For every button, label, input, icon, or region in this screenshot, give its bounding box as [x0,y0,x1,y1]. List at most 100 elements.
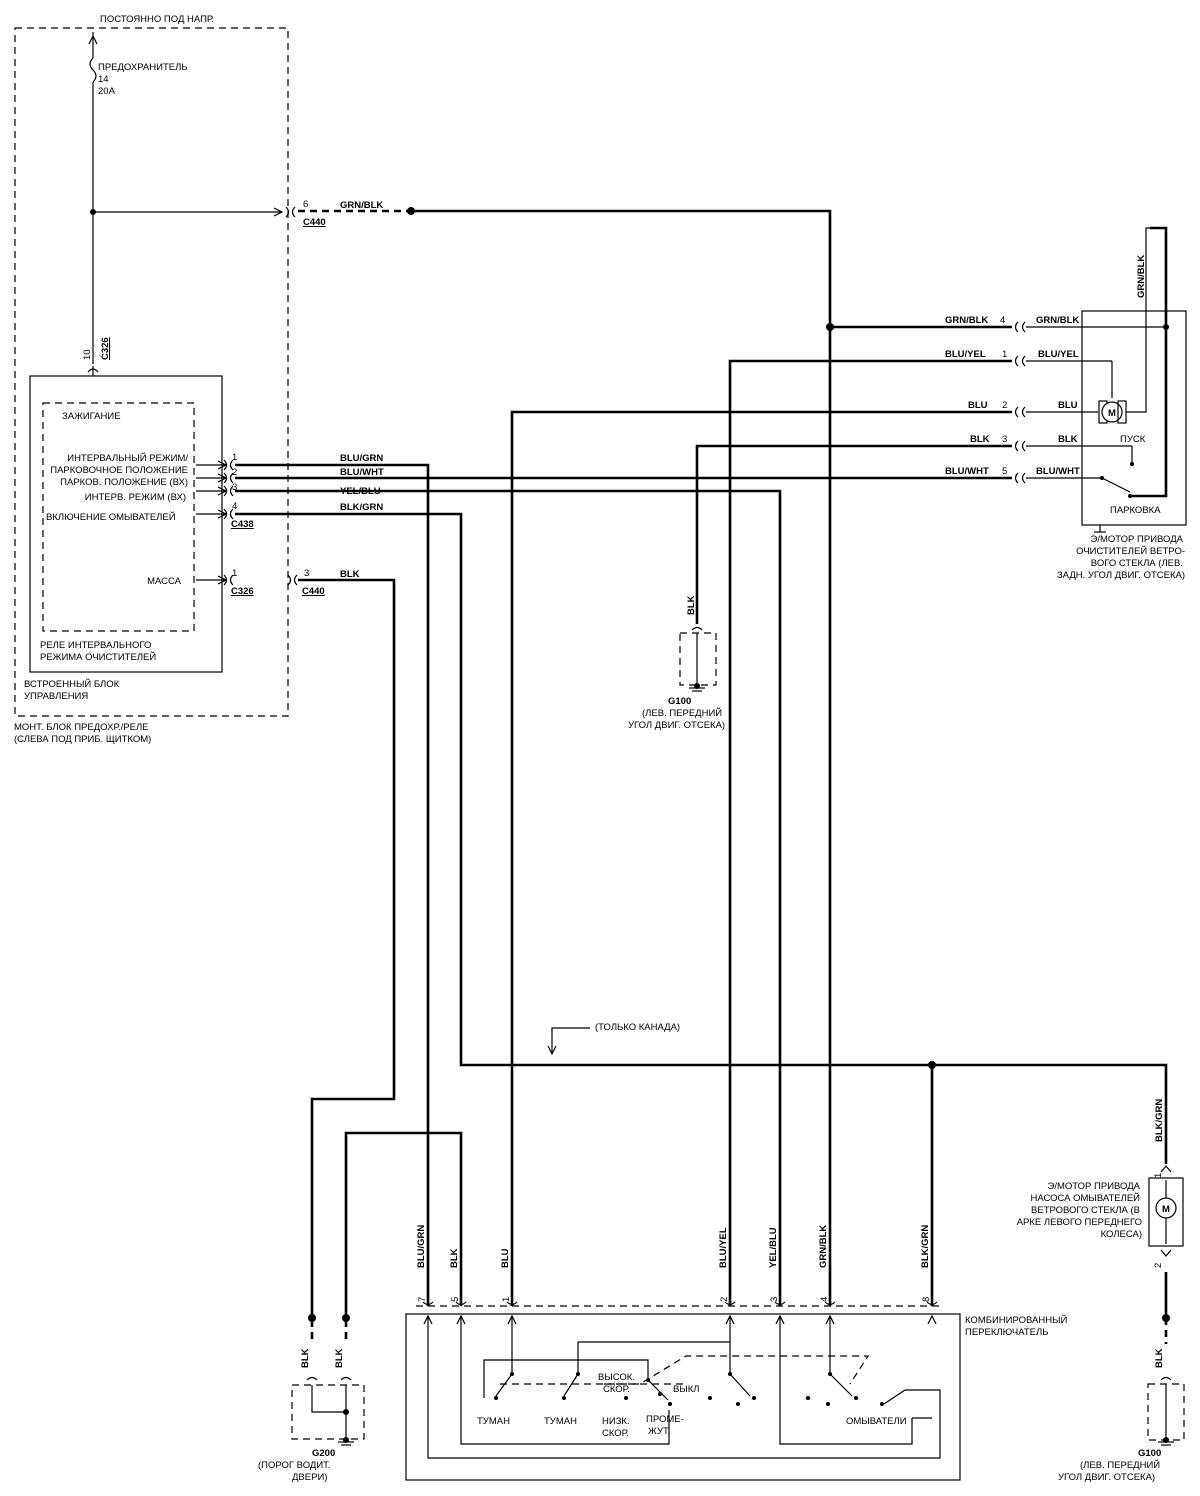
fuse-number: 14 [98,74,109,85]
g200-desc-1: (ПОРОГ ВОДИТ. [258,1460,331,1471]
relay-ground-label: МАССА [147,576,182,587]
wiper-motor-name-2: ОЧИСТИТЕЛЕЙ ВЕТРО- [1076,545,1185,557]
canada-note-label: (ТОЛЬКО КАНАДА) [595,1022,680,1033]
wire-blk-grn-switch-label: BLK/GRN [920,1225,931,1268]
pin-c440-3: 3 [304,568,309,579]
connector-c326-top-label: C326 [100,337,111,360]
g100-top-id: G100 [668,696,691,707]
switch-washers: ОМЫВАТЕЛИ [846,1416,907,1427]
combo-switch-name-1: КОМБИНИРОВАННЫЙ [965,1314,1067,1326]
pin-motor-4: 4 [1000,315,1005,326]
g100-top-desc-1: (ЛЕВ. ПЕРЕДНИЙ [642,707,722,719]
relay-input-1a: ИНТЕРВАЛЬНЫЙ РЕЖИМ/ [67,452,188,464]
fuse-rating: 20A [98,86,116,97]
connector-c440-top: 6 C440 [285,199,326,228]
pin-sw-5: 5 [450,1297,461,1302]
wire-blu-wht-label: BLU/WHT [340,467,384,478]
wire-grn-blk-label: GRN/BLK [340,200,383,211]
wiper-park-label: ПАРКОВКА [1110,505,1161,516]
connector-c326-ground: 1 C326 3 C440 [223,568,325,597]
washer-pump: BLK/GRN 1 M 2 BLK [1148,1099,1184,1368]
fuse-relay-block: ПОСТОЯННО ПОД НАПР. ПРЕДОХРАНИТЕЛЬ 14 20… [14,14,289,717]
washer-pump-name-3: ВЕТРОВОГО СТЕКЛА (В [1031,1205,1140,1216]
fuse-block-desc-1: МОНТ. БЛОК ПРЕДОХР./РЕЛЕ [14,722,149,733]
pin-sw-4: 4 [819,1297,830,1302]
relay-input-3: ИНТЕРВ. РЕЖИМ (ВХ) [85,492,186,503]
pin-sw-1: 1 [501,1297,512,1302]
wire-grn-blk-motor-label: GRN/BLK [945,315,988,326]
pin-c438-3: 3 [232,482,237,493]
wire-grn-blk-vertical-label: GRN/BLK [1136,255,1147,298]
ground-g100-bottom: G100 [1138,1376,1185,1459]
control-unit-2: УПРАВЛЕНИЯ [24,691,88,702]
g200-desc-2: ДВЕРИ) [292,1472,327,1483]
wire-blk-label: BLK [340,569,360,580]
g100-bottom-id: G100 [1138,1448,1161,1459]
switch-fog-2: ТУМАН [544,1416,577,1427]
wire-grn-blk-switch-label: GRN/BLK [818,1225,829,1268]
wiper-motor-symbol [1101,401,1123,423]
relay-input-4: ВКЛЮЧЕНИЕ ОМЫВАТЕЛЕЙ [46,511,176,523]
connector-c440-bottom-label: C440 [302,586,325,597]
wire-blu-yel-motor-label: BLU/YEL [945,349,986,360]
switch-high-1: ВЫСОК. [598,1372,635,1383]
relay-input-1b: ПАРКОВОЧНОЕ ПОЛОЖЕНИЕ [50,465,188,476]
wiper-start-label: ПУСК [1120,434,1146,445]
pin-sw-3: 3 [769,1297,780,1302]
connector-c326-label: C326 [231,586,254,597]
wiper-motor-name-3: ВОГО СТЕКЛА (ЛЕВ. [1091,558,1183,569]
wire-blu-yel-switch-label: BLU/YEL [718,1227,729,1268]
wire-blk-motor-label: BLK [970,434,990,445]
washer-pump-name-5: КОЛЕСА) [1101,1229,1142,1240]
combo-switch-box [405,1313,961,1481]
wire-blu-motor-label: BLU [968,400,988,411]
switch-high-2: СКОР. [603,1384,630,1395]
wire-blk-g200-a-label: BLK [300,1348,311,1368]
wire-blk-switch-label: BLK [449,1248,460,1268]
fuse-label: ПРЕДОХРАНИТЕЛЬ [98,62,188,73]
relay-ignition-label: ЗАЖИГАНИЕ [62,411,121,422]
washer-pump-name-2: НАСОСА ОМЫВАТЕЛЕЙ [1030,1192,1140,1204]
relay-input-2: ПАРКОВ. ПОЛОЖЕНИЕ (ВХ) [60,477,188,488]
pin-c438-1: 1 [232,452,237,463]
connector-c438-label: C438 [231,519,254,530]
control-unit-1: ВСТРОЕННЫЙ БЛОК [24,678,120,690]
pin-motor-5: 5 [1002,466,1007,477]
pin-sw-2: 2 [719,1297,730,1302]
switch-interval-1: ПРОМЕ- [646,1414,684,1425]
pin-motor-2: 2 [1002,400,1007,411]
wire-blu-yel-inner-label: BLU/YEL [1038,349,1079,360]
wire-blu-grn-switch-label: BLU/GRN [416,1225,427,1268]
pin-c326-1: 1 [232,568,237,579]
switch-off: ВЫКЛ [673,1384,700,1395]
combination-switch: BLU/GRN BLK BLU BLU/YEL YEL/BLU GRN/BLK … [405,1225,961,1481]
connector-wiper-motor [1014,321,1026,484]
washer-pump-name-1: Э/МОТОР ПРИВОДА [1048,1181,1141,1192]
wire-blk-g100-top-label: BLK [686,595,697,615]
pin-c438-4: 4 [232,501,237,512]
wiper-motor-name-4: ЗАДН. УГОЛ ДВИГ. ОТСЕКА) [1057,570,1185,581]
pin-motor-3: 3 [1002,434,1007,445]
power-label: ПОСТОЯННО ПОД НАПР. [100,14,214,25]
wire-blu-grn-label: BLU/GRN [340,453,383,464]
pin-pump-1: 1 [1153,1173,1164,1178]
connector-c440-top-label: C440 [303,217,326,228]
relay-name-2: РЕЖИМА ОЧИСТИТЕЛЕЙ [40,651,156,663]
g100-top-desc-2: УГОЛ ДВИГ. ОТСЕКА) [628,720,725,731]
wire-blu-switch-label: BLU [500,1248,511,1268]
switch-interval-2: ЖУТ. [648,1426,670,1437]
pin-sw-7: 7 [417,1297,428,1302]
wiper-motor: GRN/BLK BLU/YEL BLU M BLK ПУСК BLU/WHT П… [1026,226,1187,533]
wire-blu-wht-motor-label: BLU/WHT [945,466,989,477]
wire-blk-grn-pump-label: BLK/GRN [1154,1099,1165,1142]
combo-switch-name-2: ПЕРЕКЛЮЧАТЕЛЬ [965,1327,1048,1338]
g200-id: G200 [312,1448,335,1459]
wire-blu-inner-label: BLU [1058,400,1078,411]
pin-pump-2: 2 [1153,1263,1164,1268]
ground-g100-top: G100 [668,626,717,707]
wire-blk-grn-label: BLK/GRN [340,502,383,513]
control-unit-box [29,375,223,673]
switch-low-1: НИЗК. [602,1416,630,1427]
wire-yel-blu-switch-label: YEL/BLU [768,1227,779,1268]
wire-blk-inner-label: BLK [1058,434,1078,445]
